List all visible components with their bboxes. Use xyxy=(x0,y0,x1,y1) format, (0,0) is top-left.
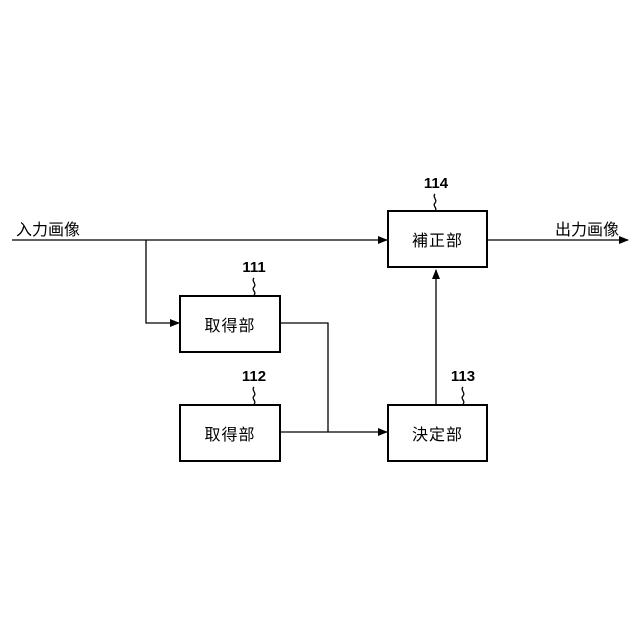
acquisition-unit-2-label: 取得部 xyxy=(204,421,255,445)
acquisition-unit-1-block: 取得部 xyxy=(179,295,281,353)
branch-arrow-111 xyxy=(146,240,179,323)
leader-111 xyxy=(253,278,255,295)
ref-113: 113 xyxy=(443,368,483,385)
decision-unit-block: 決定部 xyxy=(387,404,488,462)
acquisition-unit-1-label: 取得部 xyxy=(204,312,255,336)
leader-113 xyxy=(462,387,464,404)
leader-112 xyxy=(253,387,255,404)
leader-114 xyxy=(434,194,436,211)
line-111-to-113 xyxy=(280,323,328,432)
ref-114: 114 xyxy=(416,175,456,192)
ref-112: 112 xyxy=(234,368,274,385)
decision-unit-label: 決定部 xyxy=(412,421,463,445)
acquisition-unit-2-block: 取得部 xyxy=(179,404,281,462)
ref-111: 111 xyxy=(234,259,274,276)
correction-unit-block: 補正部 xyxy=(387,210,488,268)
correction-unit-label: 補正部 xyxy=(412,227,463,251)
output-image-label: 出力画像 xyxy=(555,216,619,240)
input-image-label: 入力画像 xyxy=(16,216,80,240)
